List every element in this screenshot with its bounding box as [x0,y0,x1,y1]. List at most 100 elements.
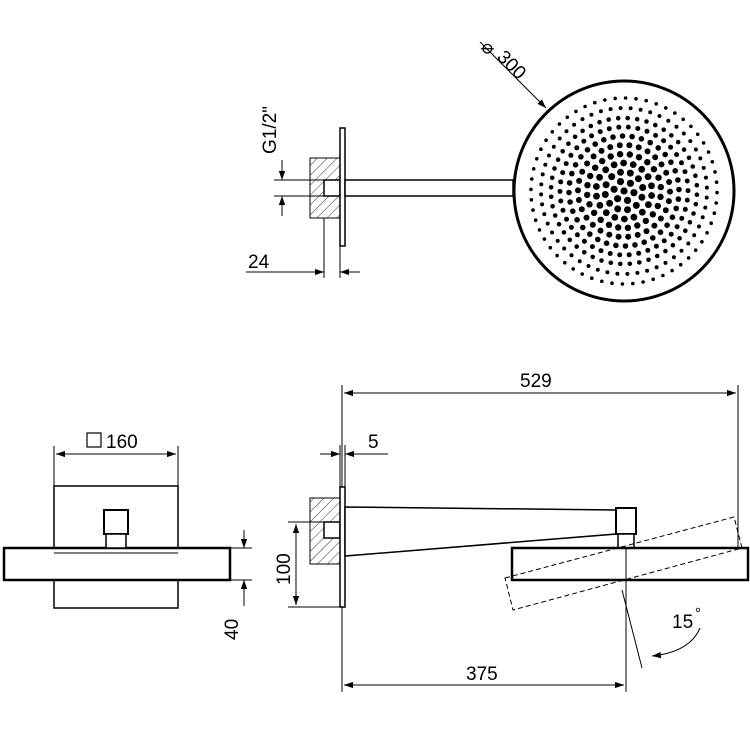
nozzle-dot [661,127,666,132]
nozzle-dot [668,159,674,165]
nozzle-dot [552,166,557,171]
nozzle-dot [569,170,575,177]
nozzle-dot [607,144,614,151]
nozzle-dot [563,260,567,265]
nozzle-dot [574,217,580,223]
nozzle-dot [560,207,566,213]
nozzle-dot [613,96,617,101]
nozzle-dot [672,168,678,174]
nozzle-dot [542,212,547,217]
nozzle-dot [581,238,587,244]
nozzle-dot [682,206,688,212]
nozzle-dot [686,241,691,246]
nozzle-dot [582,250,587,255]
nozzle-dot [607,251,613,256]
nozzle-dot [679,248,684,253]
nozzle-dot [615,233,622,240]
nozzle-dot [580,224,586,231]
nozzle-dot [606,199,614,207]
nozzle-dot [615,271,620,276]
nozzle-dot [650,235,656,241]
nozzle-dot [686,256,691,260]
nozzle-dot [551,144,556,149]
nozzle-dot [646,257,651,263]
nozzle-dot [615,224,622,231]
nozzle-dot [601,191,609,198]
depth-label: 24 [248,252,270,273]
nozzle-dot [625,115,630,121]
nozzle-dot [599,258,604,263]
nozzle-dot [543,162,548,167]
nozzle-dot [662,207,669,214]
nozzle-dot [625,271,630,276]
nozzle-dot [563,161,569,167]
nozzle-dot [676,186,682,193]
nozzle-dot [590,209,598,216]
nozzle-dot [593,192,600,200]
nozzle-dot [589,221,596,228]
nozzle-dot [602,166,610,174]
nozzle-dot [655,174,662,181]
diameter-symbol: ⌀ [476,37,499,60]
nozzle-dot [674,124,679,129]
nozzle-dot [606,126,612,132]
nozzle-dot [547,153,551,158]
nozzle-dot [644,119,649,124]
nozzle-dot [657,114,662,118]
nozzle-dot [566,189,572,196]
nozzle-dot [540,202,545,207]
nozzle-dot [542,237,547,241]
nozzle-dot [555,238,560,243]
nozzle-dot [654,265,659,270]
nozzle-dot [623,196,632,204]
nozzle-dot [638,107,643,112]
nozzle-dot [583,104,587,109]
nozzle-dot [552,213,558,218]
nozzle-dot [618,106,623,111]
nozzle-dot [681,131,686,136]
nozzle-dot [663,260,668,265]
flange-label: 5 [368,432,379,453]
nozzle-dot [654,253,660,259]
nozzle-dot [574,145,580,151]
nozzle-dot [581,138,587,144]
nozzle-dot [575,187,581,194]
nozzle-dot [635,126,641,131]
nozzle-dot [658,161,665,168]
head-body-bottom [53,579,179,609]
nozzle-dot [565,115,570,120]
nozzle-dot [603,98,607,102]
nozzle-dot [653,132,659,138]
nozzle-dot [637,260,642,265]
nozzle-dot [625,124,631,130]
nozzle-dot [540,172,545,177]
nozzle-dot [665,198,672,205]
nozzle-dot [569,253,574,258]
nozzle-dot [590,153,597,160]
nozzle-dot [664,222,670,228]
side-view: 529 5 100 375 15 ° [274,371,750,692]
nozzle-dot [688,139,693,144]
nozzle-dot [624,206,631,214]
nozzle-dot [664,106,668,110]
nozzle-dot [590,254,595,260]
square-symbol-icon [86,432,102,448]
nozzle-dot [616,178,625,186]
arm-center-label: 375 [466,664,498,685]
nozzle-dot [600,279,604,284]
nozzle-dot [675,196,682,202]
nozzle-dot [539,192,544,197]
nozzle-dot [557,136,562,141]
nozzle-dot [572,134,578,140]
nozzle-dot [621,215,628,223]
nozzle-dot [616,142,623,149]
nozzle-dot [644,173,652,181]
nozzle-dot [684,197,690,203]
nozzle-dot [626,151,633,158]
nozzle-dot [586,201,593,208]
top-view: ⌀ 300 G1/2" 24 [246,37,736,303]
nozzle-dot [593,183,600,190]
nozzle-dot [598,248,604,254]
height-label: 100 [274,553,295,585]
nozzle-dot [635,154,643,161]
